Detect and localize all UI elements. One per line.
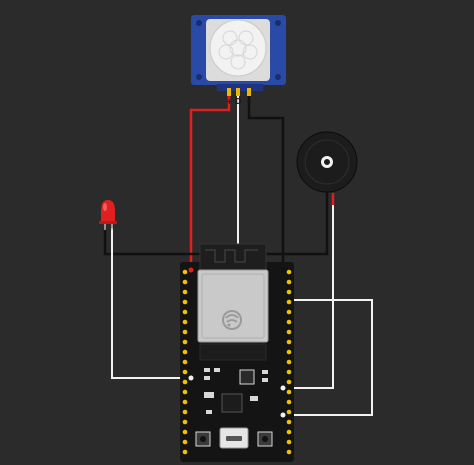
header-pin[interactable]: [182, 369, 188, 375]
header-pin[interactable]: [182, 409, 188, 415]
reset-button-cap: [262, 436, 268, 442]
pir-pin[interactable]: [236, 88, 240, 96]
junction-vcc: [188, 267, 194, 273]
pir-pin-label-data: D: [235, 97, 242, 106]
header-pin[interactable]: [286, 409, 292, 415]
pir-sensor[interactable]: + D −: [191, 15, 286, 106]
espressif-logo-icon: [222, 310, 242, 330]
smd-component: [204, 392, 214, 398]
pir-pin-label-vcc: +: [226, 97, 233, 106]
pir-mount-hole: [275, 20, 281, 26]
header-pin[interactable]: [182, 359, 188, 365]
header-pin[interactable]: [286, 319, 292, 325]
buzzer[interactable]: [296, 131, 358, 193]
pir-lens-facets: [218, 30, 258, 70]
header-pin[interactable]: [286, 439, 292, 445]
wire-pir-vcc[interactable]: [189, 90, 231, 270]
header-pin[interactable]: [286, 379, 292, 385]
junction-pir-signal: [280, 412, 286, 418]
header-pin[interactable]: [286, 289, 292, 295]
boot-button-cap: [200, 436, 206, 442]
header-pin[interactable]: [182, 289, 188, 295]
junction-led-signal: [188, 375, 194, 381]
header-pin[interactable]: [182, 319, 188, 325]
micro-usb-opening: [226, 436, 242, 441]
pir-pin[interactable]: [247, 88, 251, 96]
header-pin[interactable]: [286, 389, 292, 395]
led-body: [101, 200, 115, 222]
pir-pin[interactable]: [227, 88, 231, 96]
header-pin[interactable]: [286, 279, 292, 285]
pir-mount-hole: [275, 74, 281, 80]
esp32-antenna-trace: [205, 249, 258, 263]
esp32-antenna-area: [199, 243, 267, 271]
smd-chip: [239, 369, 255, 385]
wire-led-signal[interactable]: [111, 228, 191, 379]
header-pin[interactable]: [286, 269, 292, 275]
pir-pin-header: [217, 84, 263, 91]
pir-pin-label-gnd: −: [246, 97, 253, 106]
header-pin[interactable]: [286, 359, 292, 365]
esp32-board[interactable]: [180, 243, 294, 462]
header-pin[interactable]: [182, 389, 188, 395]
header-pin[interactable]: [182, 429, 188, 435]
smd-component: [204, 368, 210, 372]
header-pin[interactable]: [182, 449, 188, 455]
smd-component: [204, 376, 210, 380]
smd-component: [262, 378, 268, 382]
header-pin[interactable]: [182, 269, 188, 275]
smd-component: [250, 396, 258, 401]
led-highlight: [103, 203, 107, 211]
buzzer-hole-center: [324, 159, 330, 165]
header-pin[interactable]: [182, 329, 188, 335]
header-pin[interactable]: [286, 449, 292, 455]
junction-gnd: [280, 267, 286, 273]
header-pin[interactable]: [182, 309, 188, 315]
pir-mount-hole: [196, 20, 202, 26]
esp32-header-right: [286, 269, 292, 455]
wire-pir-signal[interactable]: [237, 90, 373, 416]
esp32-header-left: [182, 269, 188, 455]
header-pin[interactable]: [286, 419, 292, 425]
wire-buzzer-signal[interactable]: [283, 205, 334, 389]
esp32-module-shield: [197, 269, 269, 343]
smd-component: [206, 410, 212, 414]
header-pin[interactable]: [286, 299, 292, 305]
header-pin[interactable]: [182, 339, 188, 345]
wire-pir-gnd[interactable]: [247, 90, 285, 270]
led[interactable]: [99, 200, 117, 230]
junction-buzzer-signal: [280, 385, 286, 391]
header-pin[interactable]: [182, 349, 188, 355]
connection-points: [188, 267, 286, 418]
header-pin[interactable]: [286, 329, 292, 335]
header-pin[interactable]: [182, 279, 188, 285]
wires: [103, 90, 373, 416]
header-pin[interactable]: [286, 399, 292, 405]
smd-component: [214, 368, 220, 372]
buzzer-ring: [304, 139, 350, 185]
header-pin[interactable]: [182, 439, 188, 445]
header-pin[interactable]: [286, 309, 292, 315]
smd-component: [262, 370, 268, 374]
header-pin[interactable]: [182, 419, 188, 425]
header-pin[interactable]: [286, 349, 292, 355]
header-pin[interactable]: [182, 379, 188, 385]
pir-mount-hole: [196, 74, 202, 80]
usb-uart-chip: [221, 393, 243, 413]
pir-lens-dome: [209, 19, 267, 77]
header-pin[interactable]: [286, 369, 292, 375]
header-pin[interactable]: [182, 299, 188, 305]
header-pin[interactable]: [182, 399, 188, 405]
header-pin[interactable]: [286, 429, 292, 435]
esp32-regulator-area: [199, 343, 267, 361]
led-rim: [99, 221, 117, 224]
esp32-module-inner: [201, 273, 265, 339]
header-pin[interactable]: [286, 339, 292, 345]
